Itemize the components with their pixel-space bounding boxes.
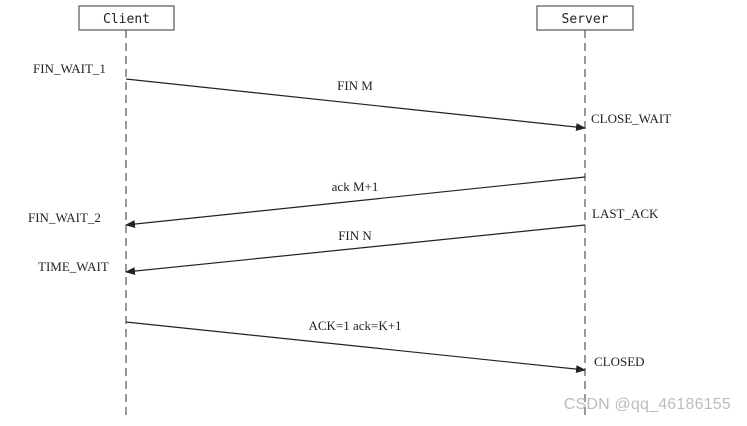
fin-n-label: FIN N (338, 228, 372, 243)
ack-m1-arrow (125, 176, 586, 229)
client-participant: Client (78, 5, 175, 31)
client-box (78, 5, 175, 31)
state-closed: CLOSED (594, 354, 645, 369)
state-fin-wait-2: FIN_WAIT_2 (28, 210, 101, 225)
server-box (536, 5, 634, 31)
server-participant: Server (536, 5, 634, 31)
fin-m-label: FIN M (337, 78, 373, 93)
state-time-wait: TIME_WAIT (38, 259, 109, 274)
watermark-text: CSDN @qq_46186155 (563, 396, 731, 413)
ack-m1-label: ack M+1 (332, 179, 379, 194)
server-label: Server (562, 12, 609, 27)
state-close-wait: CLOSE_WAIT (591, 111, 671, 126)
fin-m-arrow (125, 78, 586, 132)
client-label: Client (103, 12, 150, 27)
state-fin-wait-1: FIN_WAIT_1 (33, 61, 106, 76)
ack-k1-arrow (125, 321, 586, 374)
ack-k1-label: ACK=1 ack=K+1 (308, 318, 401, 333)
state-last-ack: LAST_ACK (592, 206, 659, 221)
fin-n-arrow (125, 224, 586, 276)
